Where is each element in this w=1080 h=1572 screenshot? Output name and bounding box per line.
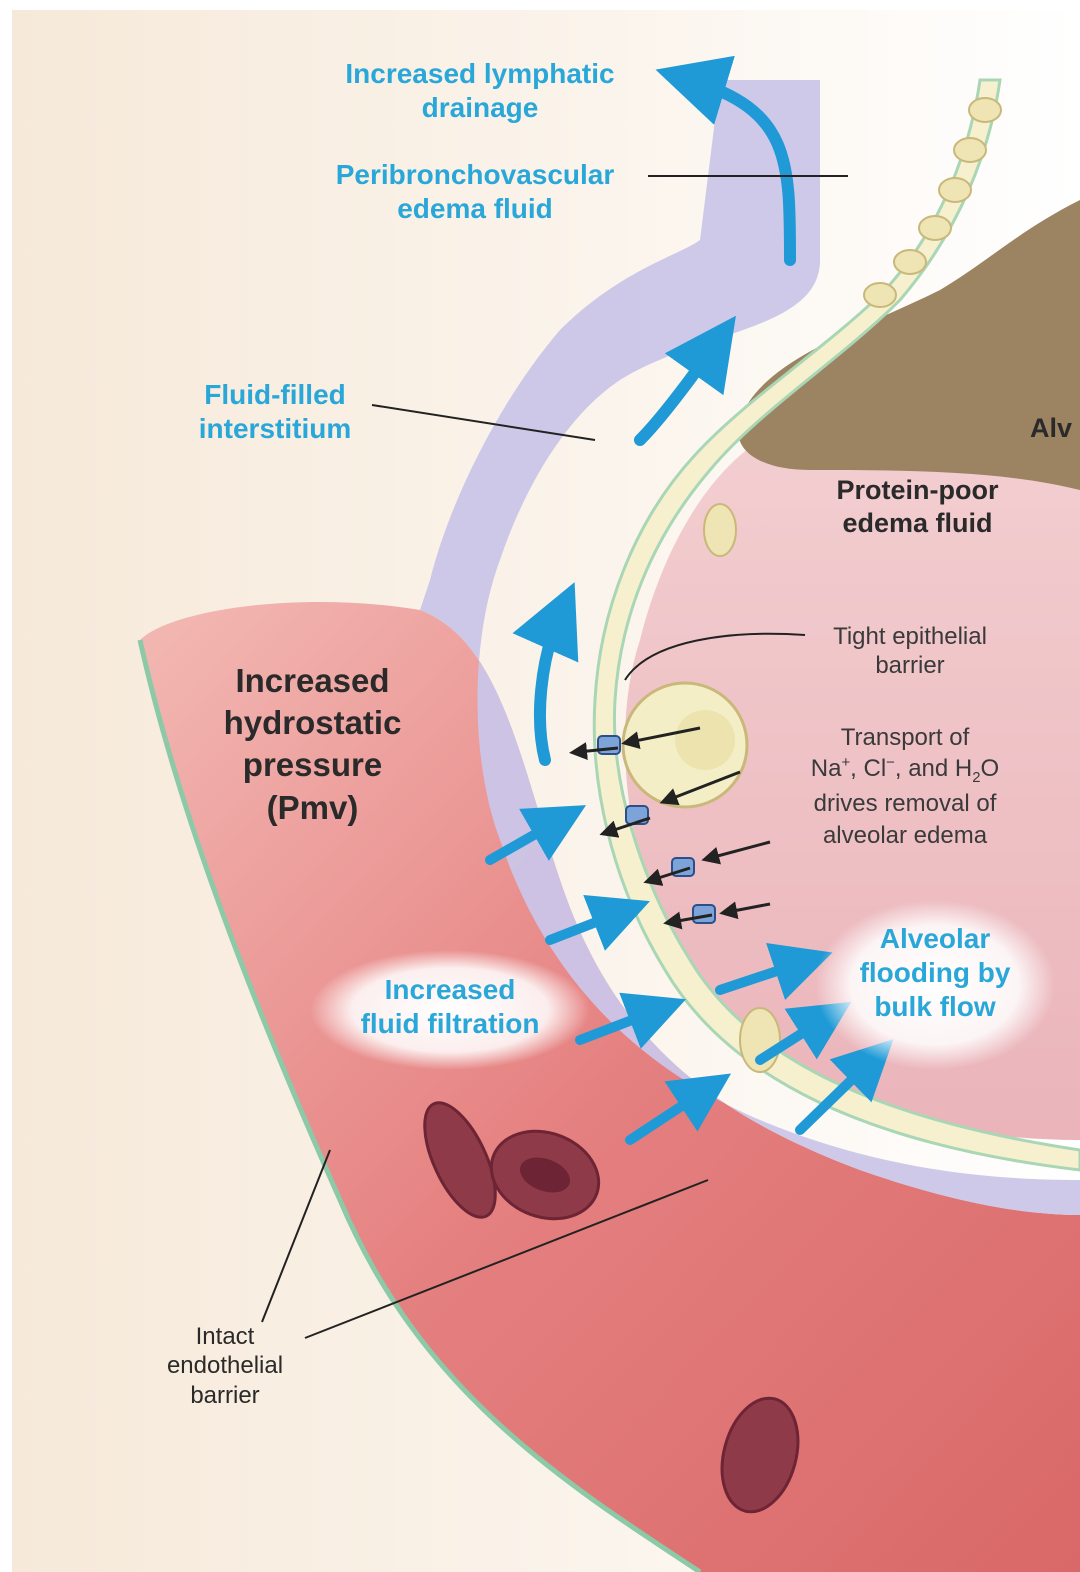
- protein-poor-line-2: edema fluid: [810, 507, 1025, 540]
- interstitium-line-2: interstitium: [175, 412, 375, 446]
- oxygen-text: O: [981, 755, 1000, 782]
- chloride-charge: −: [886, 755, 895, 771]
- tight-barrier-label: Tight epithelial barrier: [800, 622, 1020, 681]
- filtration-label: Increased fluid filtration: [335, 973, 565, 1041]
- flooding-label: Alveolar flooding by bulk flow: [835, 922, 1035, 1024]
- hydrostatic-line-2: hydrostatic: [205, 702, 420, 744]
- interstitium-label: Fluid-filled interstitium: [175, 378, 375, 446]
- sodium-text: Na: [811, 755, 842, 782]
- endothelial-line-2: endothelial: [140, 1351, 310, 1380]
- flooding-line-1: Alveolar: [835, 922, 1035, 956]
- filtration-line-2: fluid filtration: [335, 1007, 565, 1041]
- hydrostatic-line-4: (Pmv): [205, 787, 420, 829]
- lymphatic-line-2: drainage: [315, 91, 645, 125]
- tight-barrier-line-2: barrier: [800, 651, 1020, 680]
- lymphatic-line-1: Increased lymphatic: [315, 57, 645, 91]
- endothelial-line-1: Intact: [140, 1322, 310, 1351]
- hydrostatic-label: Increased hydrostatic pressure (Pmv): [205, 660, 420, 829]
- protein-poor-label: Protein-poor edema fluid: [810, 474, 1025, 540]
- peribronchovascular-label: Peribronchovascular edema fluid: [310, 158, 640, 226]
- chloride-text: , Cl: [850, 755, 886, 782]
- alveolus-label: Alv: [1030, 412, 1072, 445]
- endothelial-label: Intact endothelial barrier: [140, 1322, 310, 1410]
- endothelial-line-3: barrier: [140, 1381, 310, 1410]
- transport-line-1: Transport of: [775, 722, 1035, 753]
- flooding-line-2: flooding by: [835, 956, 1035, 990]
- transport-line-3: drives removal of: [775, 788, 1035, 819]
- tight-barrier-line-1: Tight epithelial: [800, 622, 1020, 651]
- hydrostatic-line-3: pressure: [205, 744, 420, 786]
- flooding-line-3: bulk flow: [835, 990, 1035, 1024]
- sodium-charge: +: [841, 755, 850, 771]
- peribronchovascular-line-2: edema fluid: [310, 192, 640, 226]
- transport-line-2: Na+, Cl−, and H2O: [775, 753, 1035, 788]
- filtration-line-1: Increased: [335, 973, 565, 1007]
- water-subscript: 2: [972, 770, 980, 786]
- interstitium-line-1: Fluid-filled: [175, 378, 375, 412]
- lymphatic-label: Increased lymphatic drainage: [315, 57, 645, 125]
- transport-label: Transport of Na+, Cl−, and H2O drives re…: [775, 722, 1035, 851]
- protein-poor-line-1: Protein-poor: [810, 474, 1025, 507]
- water-text: , and H: [895, 755, 972, 782]
- type-ii-cell: [623, 683, 747, 807]
- peribronchovascular-line-1: Peribronchovascular: [310, 158, 640, 192]
- hydrostatic-line-1: Increased: [205, 660, 420, 702]
- transport-line-4: alveolar edema: [775, 820, 1035, 851]
